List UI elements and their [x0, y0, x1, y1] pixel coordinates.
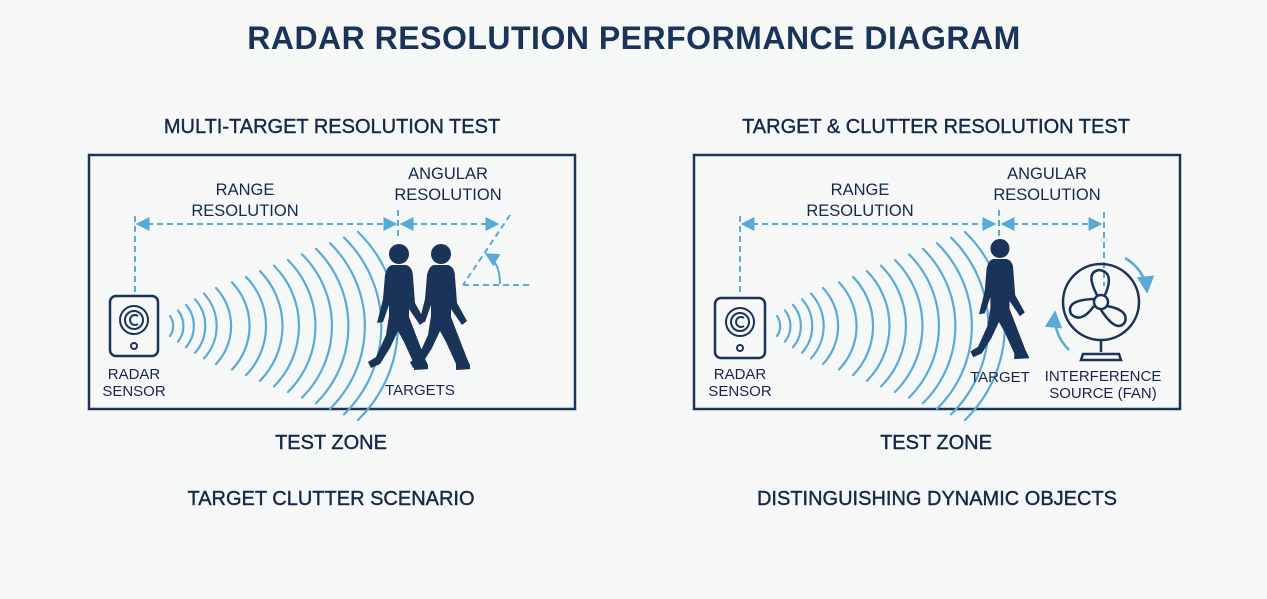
panel-1-heading: MULTI-TARGET RESOLUTION TEST	[163, 116, 501, 138]
radar-wave-arc	[921, 247, 957, 405]
range-label-1: RANGE	[216, 181, 275, 199]
rotation-arrow-right	[1124, 256, 1155, 294]
walking-people-icon	[368, 244, 470, 370]
fan-icon	[1061, 262, 1141, 362]
radar-wave-arc	[176, 309, 185, 343]
test-zone-frame	[87, 153, 577, 411]
radar-wave-arc	[879, 264, 908, 388]
range-label-1: RANGE	[831, 181, 890, 199]
radar-wave-arc	[783, 309, 792, 343]
sensor-label-2: SENSOR	[102, 383, 166, 400]
panel-2-test-zone: RANGE RESOLUTION ANGULAR RESOLUTION RADA…	[692, 153, 1182, 422]
radar-wave-arc	[230, 281, 251, 371]
radar-wave-arc	[775, 314, 782, 338]
radar-wave-arc	[893, 258, 924, 394]
range-label-2: RESOLUTION	[806, 202, 913, 220]
walking-person-icon	[970, 238, 1029, 360]
radar-wave-arc	[244, 275, 268, 377]
radar-waves	[168, 230, 399, 422]
panel-1-test-zone: RANGE RESOLUTION ANGULAR RESOLUTION RADA…	[87, 153, 577, 422]
radar-wave-arc	[184, 303, 195, 349]
radar-wave-arc	[935, 242, 973, 410]
panel-1-caption: TARGET CLUTTER SCENARIO	[187, 488, 475, 510]
panel-2-caption: DISTINGUISHING DYNAMIC OBJECTS	[756, 488, 1118, 510]
panel-1-zone-label: TEST ZONE	[275, 432, 387, 454]
radar-wave-arc	[791, 303, 802, 349]
angle-ray	[462, 214, 511, 286]
radar-wave-arc	[851, 275, 875, 377]
radar-wave-arc	[865, 270, 891, 382]
radar-wave-arc	[800, 298, 814, 354]
radar-wave-arc	[328, 242, 366, 410]
target-label: TARGET	[970, 369, 1030, 386]
angular-label-2: RESOLUTION	[394, 186, 501, 204]
radar-wave-arc	[300, 253, 334, 399]
sensor-label-1: RADAR	[714, 366, 767, 383]
radar-wave-arc	[202, 292, 218, 360]
main-title: RADAR RESOLUTION PERFORMANCE DIAGRAM	[247, 20, 1021, 56]
interference-label-1: INTERFERENCE	[1045, 368, 1162, 385]
angular-label-1: ANGULAR	[408, 165, 488, 183]
targets-label: TARGETS	[385, 382, 455, 399]
radar-wave-arc	[949, 236, 990, 416]
angle-icon	[484, 253, 501, 285]
radar-wave-arc	[821, 286, 840, 366]
radar-wave-arc	[837, 281, 858, 371]
radar-wave-arc	[193, 298, 207, 354]
radar-wave-arc	[809, 292, 825, 360]
angular-label-2: RESOLUTION	[993, 186, 1100, 204]
dimension-lines	[134, 210, 530, 294]
sensor-label-1: RADAR	[108, 366, 161, 383]
radar-wave-arc	[342, 236, 383, 416]
radar-wave-arc	[314, 247, 350, 405]
panel-2-zone-label: TEST ZONE	[880, 432, 992, 454]
radar-wave-arc	[168, 314, 175, 338]
interference-label-2: SOURCE (FAN)	[1049, 385, 1157, 402]
radar-wave-arc	[907, 253, 941, 399]
radar-wave-arc	[286, 258, 317, 394]
panel-2-heading: TARGET & CLUTTER RESOLUTION TEST	[742, 116, 1130, 138]
radar-wave-arc	[214, 286, 233, 366]
dimension-lines	[739, 210, 1105, 294]
range-label-2: RESOLUTION	[191, 202, 298, 220]
radar-sensor-icon	[108, 294, 160, 358]
radar-wave-arc	[258, 270, 284, 382]
angular-label-1: ANGULAR	[1007, 165, 1087, 183]
rotation-arrow-left	[1044, 310, 1070, 351]
radar-wave-arc	[272, 264, 301, 388]
radar-sensor-icon	[713, 296, 767, 360]
radar-waves	[775, 230, 1006, 422]
sensor-label-2: SENSOR	[708, 383, 772, 400]
